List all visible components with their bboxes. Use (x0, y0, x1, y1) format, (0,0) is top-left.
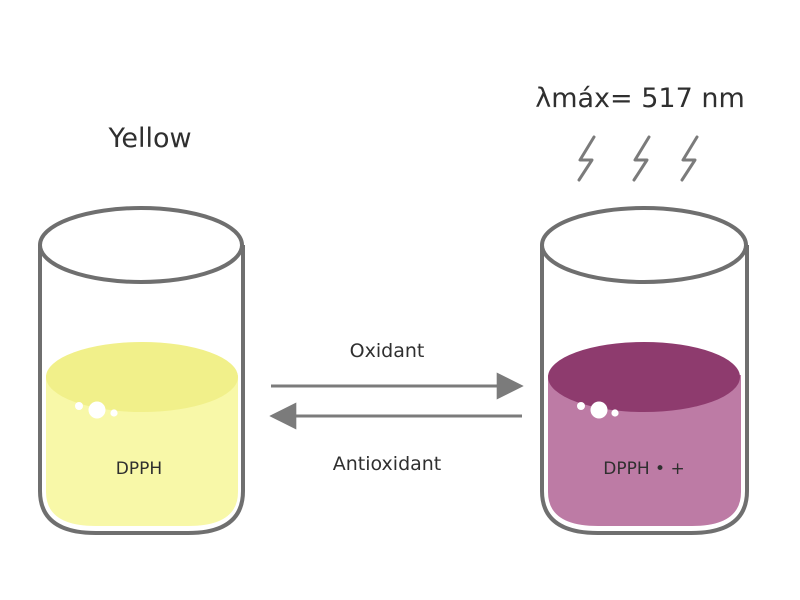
bubble-large (88, 401, 106, 419)
left-liquid-surface (46, 342, 238, 412)
bubble-small-right (611, 409, 619, 417)
left-bubbles (75, 401, 118, 419)
bubble-small-right (110, 409, 118, 417)
bubble-large (590, 401, 608, 419)
absorbance-label: λmáx= 517 nm (535, 83, 745, 114)
reaction-arrows: Oxidant Antioxidant (269, 340, 524, 475)
right-content-label: DPPH • + (603, 459, 684, 479)
bubble-small-left (577, 402, 585, 410)
reverse-label: Antioxidant (333, 453, 442, 475)
lightning-icon (577, 135, 596, 182)
left-beaker-rim (38, 206, 244, 284)
lightning-icon (632, 135, 651, 182)
left-content-label: DPPH (116, 459, 162, 479)
right-beaker-outline (540, 245, 749, 535)
right-beaker: λmáx= 517 nm DPPH • + (535, 83, 749, 535)
right-beaker-rim (540, 206, 748, 284)
forward-label: Oxidant (350, 340, 425, 362)
light-icons (577, 135, 699, 182)
right-bubbles (577, 401, 619, 419)
left-beaker-outline (38, 245, 245, 535)
left-beaker: Yellow DPPH (38, 123, 245, 535)
left-color-label: Yellow (107, 123, 191, 154)
bubble-small-left (75, 402, 83, 410)
lightning-icon (680, 135, 699, 182)
right-liquid-surface (548, 342, 740, 412)
